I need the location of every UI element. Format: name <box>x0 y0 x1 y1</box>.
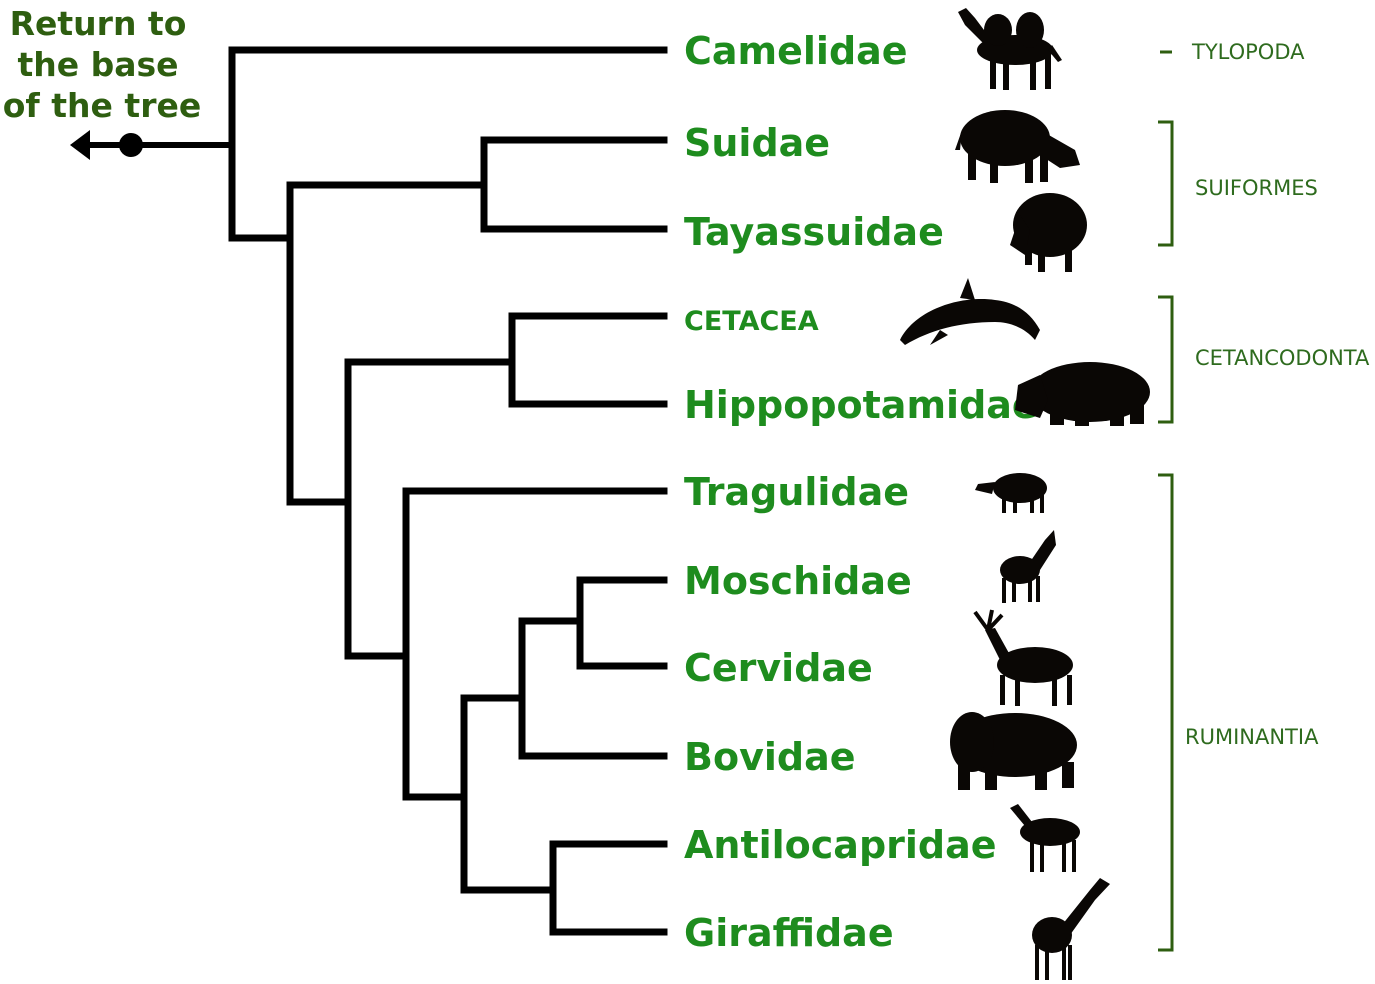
hippo-icon <box>1015 362 1150 426</box>
taxon-label-camelidae[interactable]: Camelidae <box>684 29 908 73</box>
tree-branches <box>232 50 664 932</box>
group-label-ruminantia: RUMINANTIA <box>1185 725 1319 749</box>
group-label-suiformes: SUIFORMES <box>1195 176 1318 200</box>
taxon-label-moschidae[interactable]: Moschidae <box>684 559 912 603</box>
taxon-label-giraffidae[interactable]: Giraffidae <box>684 911 894 955</box>
group-label-tylopoda: TYLOPODA <box>1191 40 1305 64</box>
ruminantia-bracket <box>1158 475 1172 950</box>
camel-icon <box>958 8 1062 90</box>
taxon-label-cetacea[interactable]: CETACEA <box>684 306 819 337</box>
chevrotain-icon <box>975 473 1047 513</box>
taxon-label-tayassuidae[interactable]: Tayassuidae <box>684 210 944 254</box>
taxon-label-cervidae[interactable]: Cervidae <box>684 646 873 690</box>
return-link-line-1[interactable]: Return to <box>10 4 187 43</box>
taxon-label-bovidae[interactable]: Bovidae <box>684 735 855 779</box>
return-link-line-3[interactable]: of the tree <box>3 86 201 125</box>
peccary-icon <box>1010 193 1087 272</box>
bison-icon <box>950 712 1077 790</box>
dolphin-icon <box>900 278 1040 345</box>
cetancodonta-bracket <box>1158 297 1172 422</box>
return-to-base-link[interactable]: Return to the base of the tree <box>3 4 232 160</box>
giraffe-icon <box>1032 878 1110 980</box>
taxon-label-tragulidae[interactable]: Tragulidae <box>684 470 909 514</box>
taxon-label-hippopotamidae[interactable]: Hippopotamidae <box>684 383 1038 427</box>
taxon-label-suidae[interactable]: Suidae <box>684 121 830 165</box>
back-arrow-icon[interactable] <box>70 130 232 160</box>
return-link-line-2[interactable]: the base <box>17 45 178 84</box>
group-label-cetancodonta: CETANCODONTA <box>1195 346 1370 370</box>
taxon-label-antilocapridae[interactable]: Antilocapridae <box>684 823 997 867</box>
musk-deer-icon <box>1000 530 1056 603</box>
deer-icon <box>975 610 1073 706</box>
suiformes-bracket <box>1158 122 1172 245</box>
pig-icon <box>955 110 1080 183</box>
group-brackets: TYLOPODA SUIFORMES CETANCODONTA RUMINANT… <box>1158 40 1370 950</box>
pronghorn-icon <box>1010 804 1080 872</box>
